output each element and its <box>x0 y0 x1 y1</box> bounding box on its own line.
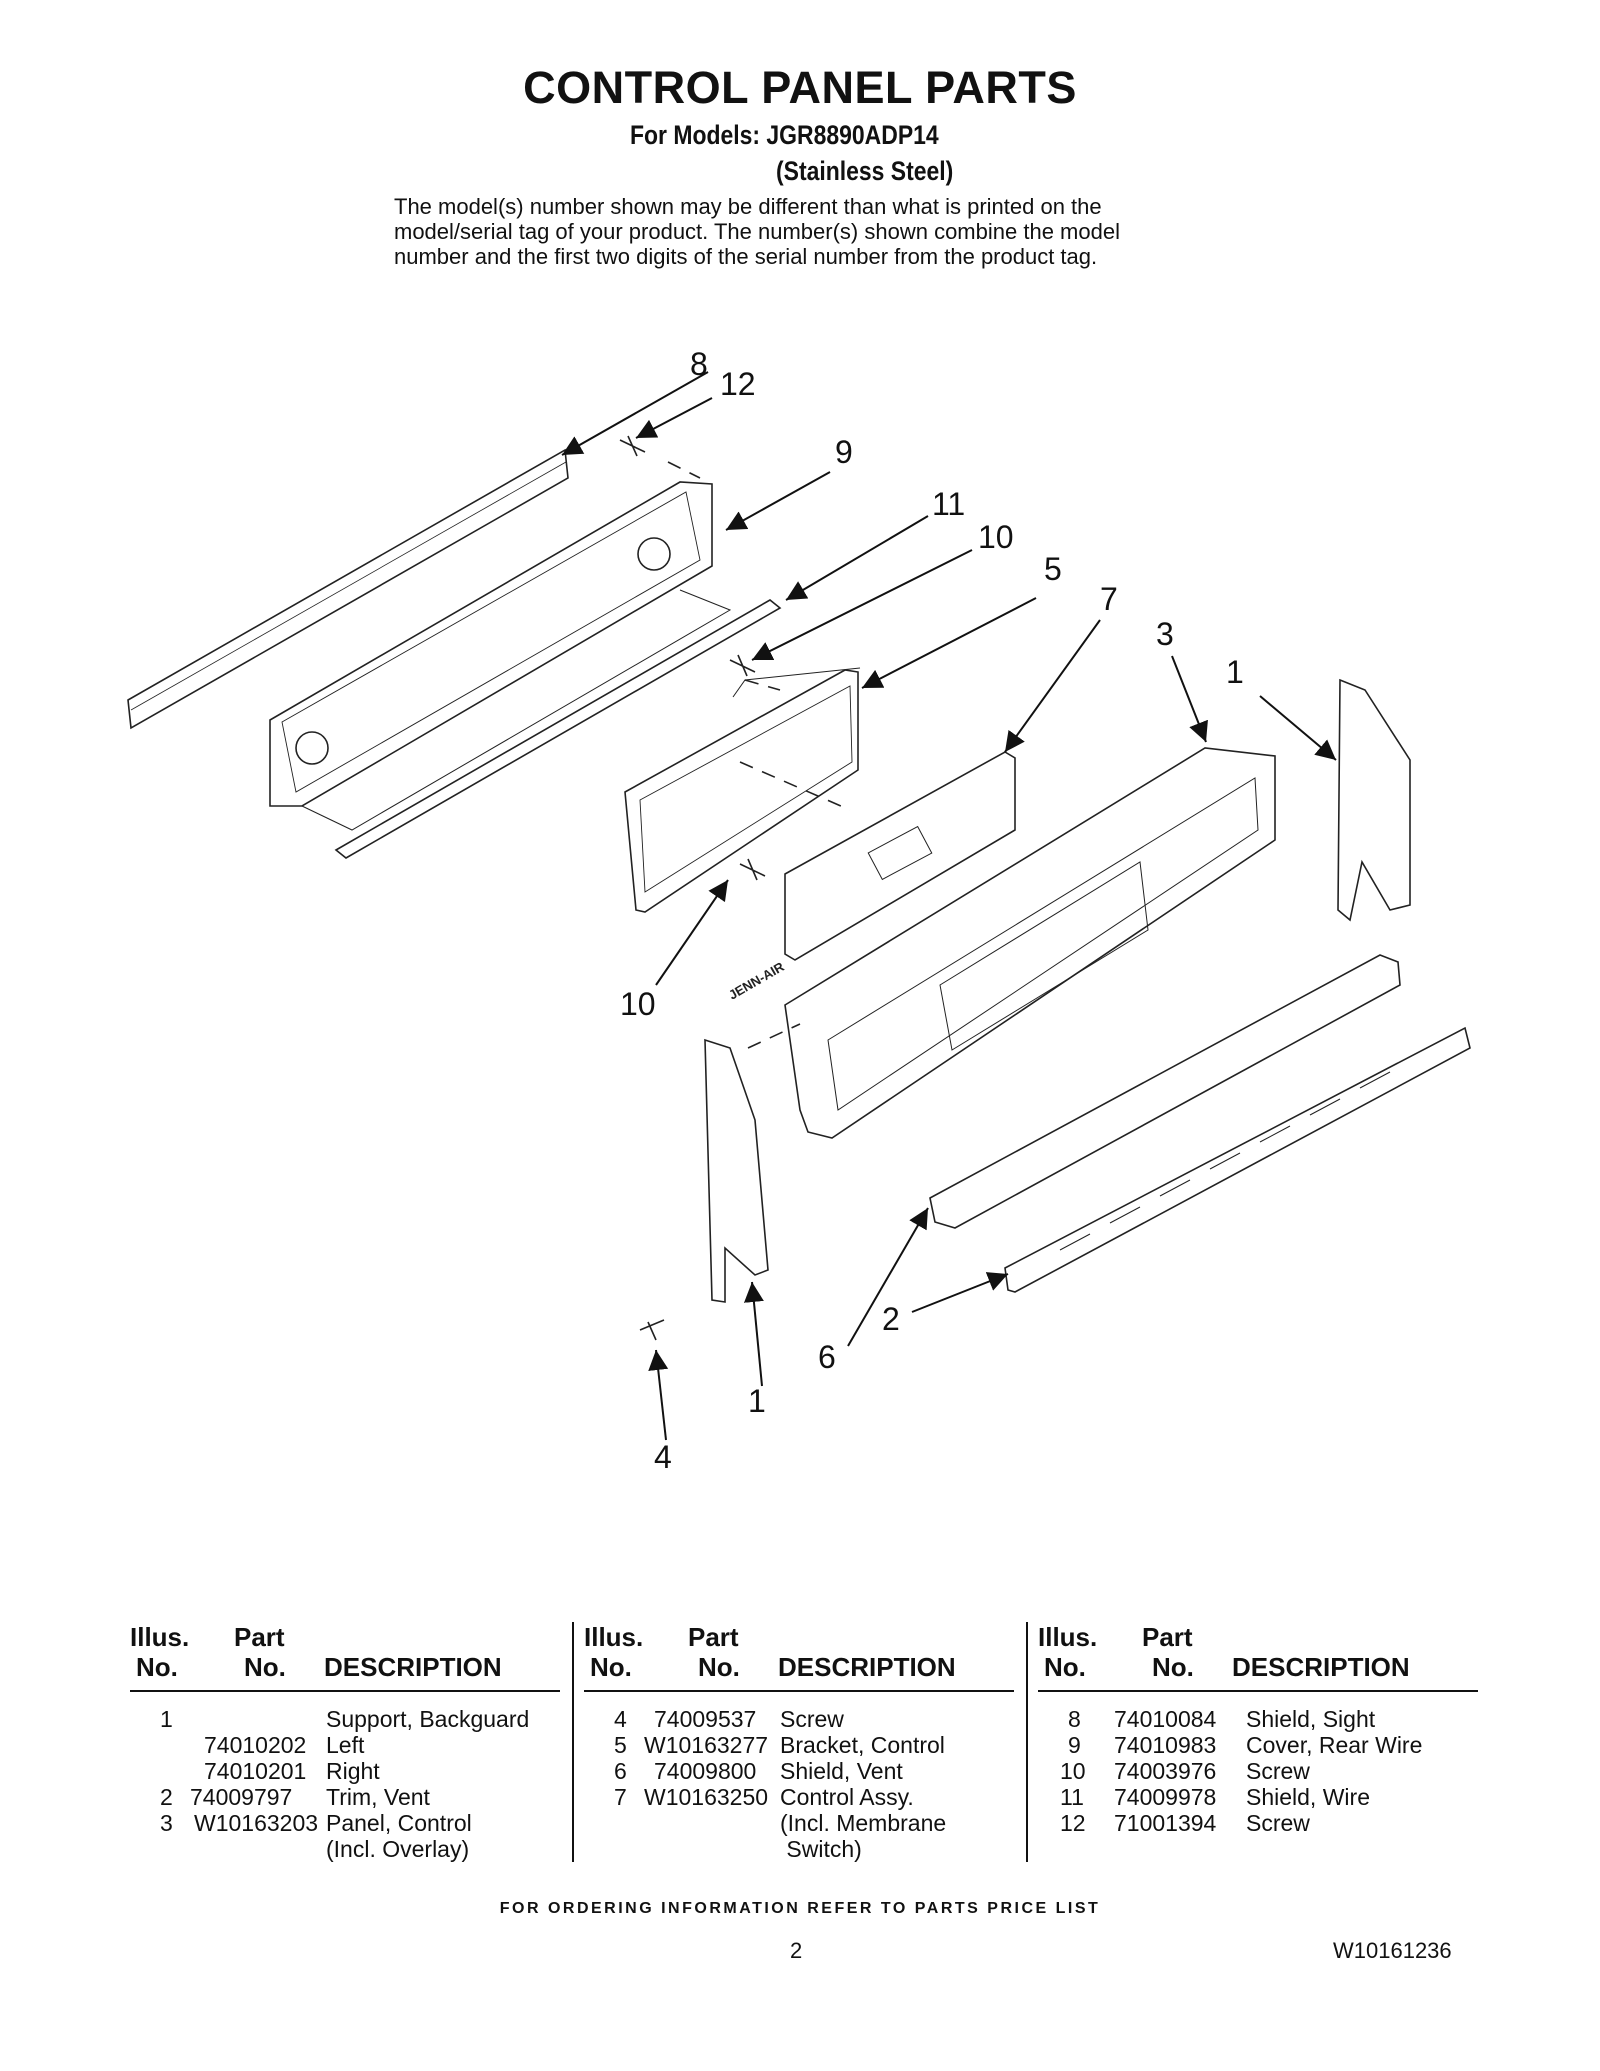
sight-shield-part <box>127 448 569 730</box>
callout-1-left: 1 <box>748 1383 766 1419</box>
callout-8: 8 <box>690 346 708 382</box>
callout-3: 3 <box>1156 616 1174 652</box>
wire-shield-part <box>334 599 782 859</box>
screw-10-upper-part <box>729 654 756 677</box>
brand-mark: JENN-AIR <box>726 959 787 1003</box>
part-header: Part <box>1142 1622 1193 1652</box>
callout-9: 9 <box>835 434 853 470</box>
description-header: DESCRIPTION <box>324 1652 502 1682</box>
models-line: For Models: JGR8890ADP14 <box>630 120 939 150</box>
illus-no-header: No. <box>590 1652 632 1682</box>
table-header: Illus. No. Part No. DESCRIPTION <box>130 1622 560 1692</box>
part-no-header: No. <box>244 1652 286 1682</box>
illus-header: Illus. <box>130 1622 190 1652</box>
callout-11: 11 <box>932 486 965 522</box>
callout-5: 5 <box>1044 551 1062 587</box>
rear-wire-cover-part <box>269 481 713 807</box>
callout-1-right: 1 <box>1226 654 1244 690</box>
control-assembly-part <box>784 751 1016 961</box>
part-header: Part <box>688 1622 739 1652</box>
callout-6: 6 <box>818 1339 836 1375</box>
exploded-parts-diagram: JENN-AIR 8 12 9 11 10 5 7 3 1 10 2 6 1 4 <box>127 346 1471 1475</box>
part-no-header: No. <box>1152 1652 1194 1682</box>
page-number: 2 <box>790 1938 803 1963</box>
screw-12-part <box>619 435 646 457</box>
backguard-support-left-part <box>704 1038 769 1303</box>
callout-10-lower: 10 <box>620 986 656 1022</box>
description-header: DESCRIPTION <box>1232 1652 1410 1682</box>
finish-line: (Stainless Steel) <box>776 156 954 186</box>
callout-2: 2 <box>882 1301 900 1337</box>
column-divider <box>1026 1622 1028 1862</box>
document-id: W10161236 <box>1333 1938 1452 1963</box>
column-divider <box>572 1622 574 1862</box>
callout-4: 4 <box>654 1439 672 1475</box>
table-row: (Incl. Membrane <box>780 1810 947 1836</box>
model-note: The model(s) number shown may be differe… <box>394 194 1254 269</box>
note-line: model/serial tag of your product. The nu… <box>394 219 1120 244</box>
vent-shield-part <box>929 954 1401 1229</box>
backguard-support-right-part <box>1337 678 1411 922</box>
illus-no-header: No. <box>1044 1652 1086 1682</box>
table-header: Illus. No. Part No. DESCRIPTION <box>584 1622 1014 1692</box>
screw-10-lower-part <box>739 858 766 881</box>
callout-12: 12 <box>720 366 756 402</box>
table-row: (Incl. Overlay) <box>326 1836 470 1862</box>
ordering-info: FOR ORDERING INFORMATION REFER TO PARTS … <box>499 1900 1101 1917</box>
callout-10: 10 <box>978 519 1014 555</box>
control-bracket-part <box>624 669 859 913</box>
control-panel-part <box>784 747 1276 1139</box>
illus-header: Illus. <box>1038 1622 1098 1652</box>
table-header: Illus. No. Part No. DESCRIPTION <box>1038 1622 1478 1692</box>
description-header: DESCRIPTION <box>778 1652 956 1682</box>
part-header: Part <box>234 1622 285 1652</box>
table-row: Switch) <box>780 1836 862 1862</box>
note-line: number and the first two digits of the s… <box>394 244 1098 269</box>
part-no-header: No. <box>698 1652 740 1682</box>
callout-7: 7 <box>1100 581 1118 617</box>
illus-no-header: No. <box>136 1652 178 1682</box>
screw-4-part <box>639 1319 665 1341</box>
illus-header: Illus. <box>584 1622 644 1652</box>
vent-trim-part <box>1004 1026 1471 1293</box>
page-title: CONTROL PANEL PARTS <box>523 62 1077 113</box>
note-line: The model(s) number shown may be differe… <box>394 194 1102 219</box>
